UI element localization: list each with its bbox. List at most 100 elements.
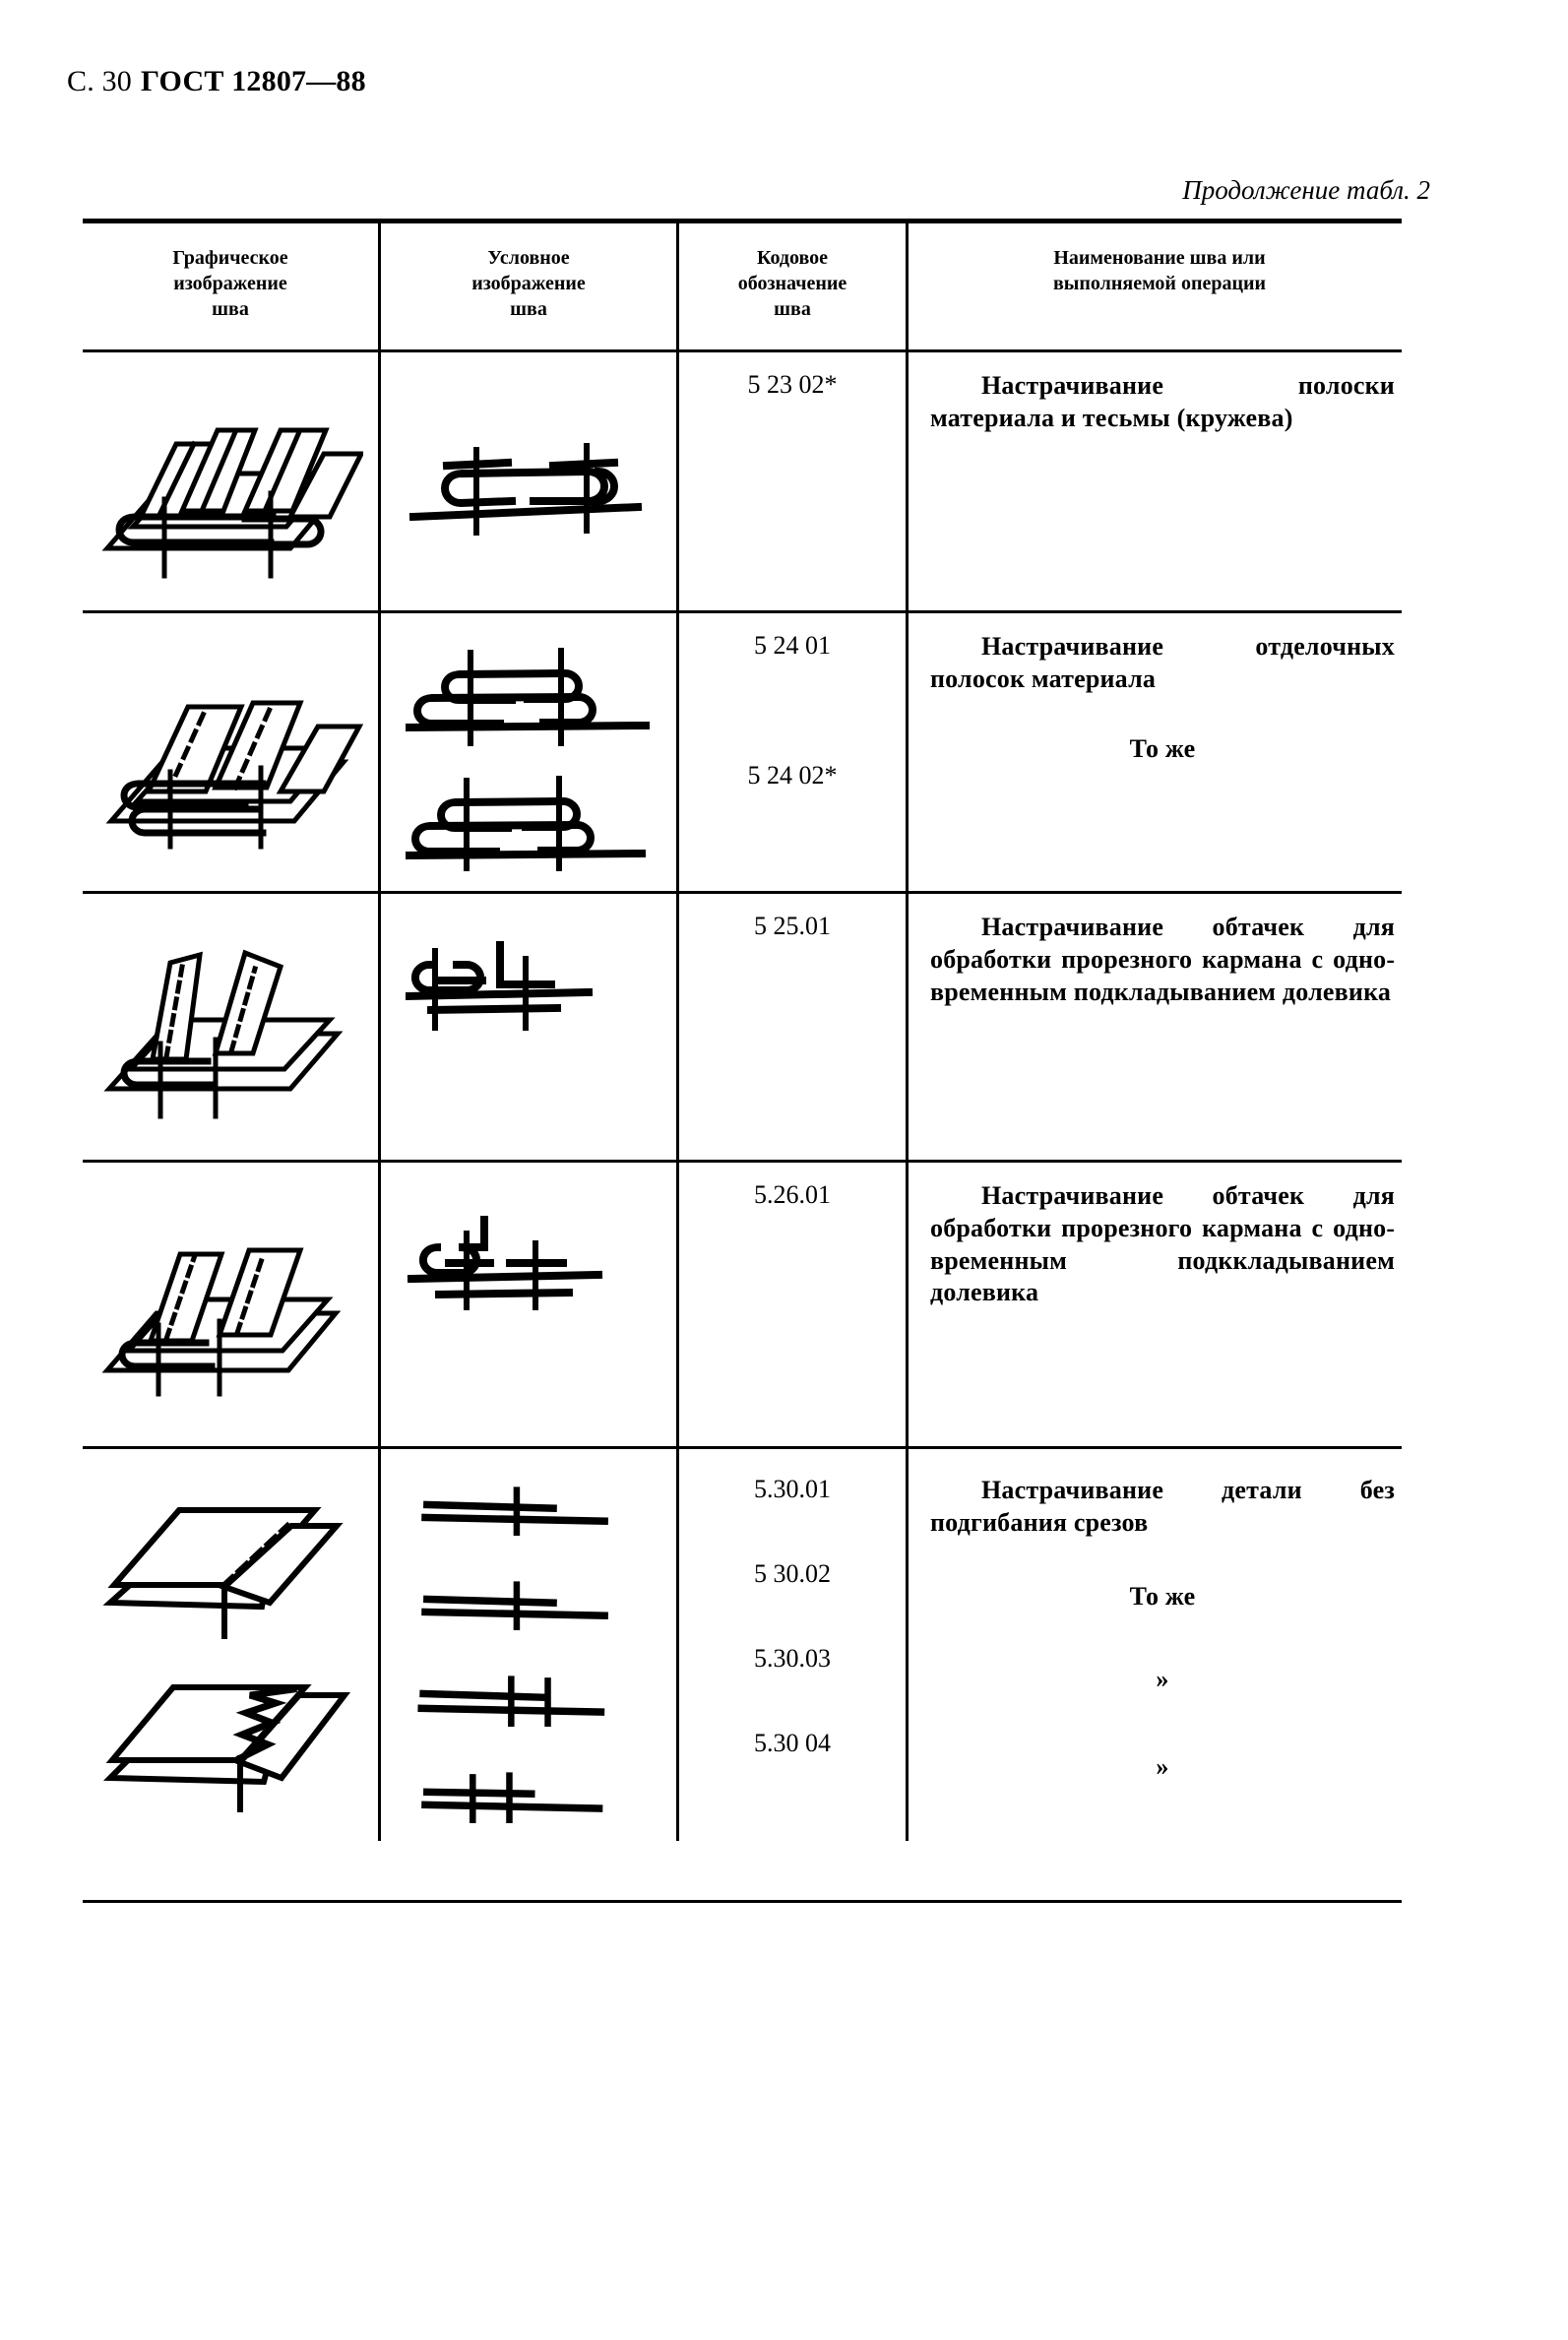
- description-text: Настрачивание обта­чек для обработки про…: [930, 1181, 1395, 1307]
- symbol-cell: [381, 352, 676, 610]
- description-text: То же: [1129, 733, 1196, 763]
- code-value: 5 23 02*: [747, 370, 838, 399]
- column-divider-3: [906, 1163, 909, 1446]
- description-text: »: [1156, 1665, 1169, 1694]
- code-value: 5.30.01: [754, 1475, 831, 1503]
- graphic-cell: [83, 894, 378, 1160]
- column-header-graphic-line3: шва: [212, 298, 249, 320]
- column-header-code-line2: обозначение: [737, 273, 847, 294]
- code-value: 5 24 01: [754, 631, 831, 660]
- table-continuation-note: Продолжение табл. 2: [1182, 175, 1430, 205]
- symbol-cell: [381, 1163, 676, 1446]
- description-text: »: [1156, 1752, 1169, 1781]
- column-divider-3: [906, 894, 909, 1160]
- column-header-graphic: Графическое изображение шва: [83, 223, 378, 349]
- standard-number-label: ГОСТ 12807—88: [141, 65, 366, 97]
- column-divider-2: [676, 1163, 679, 1446]
- symbol-cell: [381, 613, 676, 891]
- page-number-label: С. 30: [67, 65, 133, 97]
- code-value: 5 25.01: [754, 912, 831, 940]
- graphic-cell: [83, 352, 378, 610]
- code-value: 5.26.01: [754, 1180, 831, 1209]
- pocket-facing-flat-diagram: [101, 1247, 342, 1397]
- description-cell: Настрачивание отде­лочных полосок мате­р…: [909, 613, 1411, 891]
- code-cell: 5.26.01: [679, 1163, 906, 1446]
- column-divider-2: [676, 894, 679, 1160]
- column-header-name: Наименование шва или выполняемой операци…: [909, 223, 1411, 349]
- column-divider-3: [906, 1449, 909, 1841]
- column-divider-1: [378, 894, 381, 1160]
- code-cell: 5.30.01 5 30.02 5.30.03 5.30 04: [679, 1449, 906, 1841]
- column-header-name-line2: выполняемой операции: [1052, 273, 1267, 294]
- graphic-cell: [83, 613, 378, 891]
- two-plain-sheets-diagram: [102, 1507, 344, 1639]
- description-cell: Настрачивание полос­ки материала и тесьм…: [909, 352, 1411, 610]
- column-divider-1: [378, 352, 381, 610]
- header-bottom-rule: [83, 349, 1402, 352]
- graphic-cell: [83, 1449, 378, 1841]
- description-text: То же: [1129, 1581, 1196, 1611]
- table-row: 5.26.01 Настрачивание обта­чек для обраб…: [83, 1163, 1402, 1446]
- layered-folded-strips-diagram: [101, 427, 363, 579]
- code-value: 5 24 02*: [747, 761, 838, 790]
- description-cell: Настрачивание детали без подгибания срез…: [909, 1449, 1411, 1841]
- code-value: 5.30 04: [754, 1729, 831, 1757]
- column-divider-3: [906, 352, 909, 610]
- two-line-single-stitch-symbol: [421, 1581, 608, 1631]
- two-sheets-zigzag-diagram: [102, 1684, 351, 1812]
- description-text: Настрачивание детали без подгибания срез…: [930, 1476, 1395, 1537]
- hook-and-ell-stitch-symbol: [407, 1216, 603, 1310]
- hook-and-ell-stitch-symbol: [406, 941, 594, 1031]
- column-header-code: Кодовое обозначение шва: [679, 223, 906, 349]
- column-header-graphic-line1: Графическое: [172, 247, 288, 269]
- column-divider-2: [676, 613, 679, 891]
- code-cell: 5 25.01: [679, 894, 906, 1160]
- column-header-name-line1: Наименование шва или: [1053, 247, 1266, 269]
- column-header-symbol-line1: Условное: [487, 247, 570, 269]
- description-cell: Настрачивание обта­чек для обработки про…: [909, 1163, 1411, 1446]
- description-text: Настрачивание обта­чек для обработки про…: [930, 913, 1395, 1006]
- row-divider-4: [83, 1446, 1402, 1449]
- folded-trim-strips-diagram: [105, 700, 363, 850]
- table-row: 5 24 01 5 24 02* Настрачивание отде­лочн…: [83, 613, 1402, 891]
- seam-table: Графическое изображение шва Условное изо…: [83, 219, 1402, 1903]
- code-value: 5 30.02: [754, 1559, 831, 1588]
- column-header-graphic-line2: изображение: [173, 273, 287, 294]
- column-header-code-line3: шва: [774, 298, 811, 320]
- column-divider-2: [676, 223, 679, 349]
- table-bottom-rule: [83, 1900, 1402, 1903]
- code-value: 5.30.03: [754, 1644, 831, 1673]
- symbol-cell: [381, 894, 676, 1160]
- column-divider-1: [378, 613, 381, 891]
- description-text: Настрачивание отде­лочных полосок мате­р…: [930, 632, 1395, 693]
- description-cell: Настрачивание обта­чек для обработки про…: [909, 894, 1411, 1160]
- double-fold-hook-stitch-symbol: [408, 443, 643, 536]
- stacked-fold-hooks-symbol: [406, 776, 647, 871]
- two-line-double-stitch-symbol: [417, 1676, 605, 1728]
- table-header-row: Графическое изображение шва Условное изо…: [83, 223, 1402, 349]
- column-divider-1: [378, 1163, 381, 1446]
- code-cell: 5 23 02*: [679, 352, 906, 610]
- two-line-double-stitch-symbol: [421, 1772, 603, 1823]
- two-line-single-stitch-symbol: [421, 1486, 608, 1537]
- pocket-facing-open-diagram: [103, 949, 344, 1119]
- column-divider-2: [676, 1449, 679, 1841]
- table-row: 5 25.01 Настрачивание обта­чек для обраб…: [83, 894, 1402, 1160]
- table-row: 5.30.01 5 30.02 5.30.03 5.30 04 Настрачи…: [83, 1449, 1402, 1841]
- row-divider-3: [83, 1160, 1402, 1163]
- column-header-symbol-line2: изображение: [471, 273, 586, 294]
- column-header-symbol: Условное изображение шва: [381, 223, 676, 349]
- symbol-cell: [381, 1449, 676, 1841]
- row-divider-1: [83, 610, 1402, 613]
- column-header-symbol-line3: шва: [510, 298, 547, 320]
- column-header-code-line1: Кодовое: [756, 247, 829, 269]
- table-row: 5 23 02* Настрачивание полос­ки материал…: [83, 352, 1402, 610]
- column-divider-2: [676, 352, 679, 610]
- column-divider-3: [906, 223, 909, 349]
- column-divider-3: [906, 613, 909, 891]
- description-text: Настрачивание полос­ки материала и тесьм…: [930, 371, 1395, 432]
- stacked-fold-hooks-symbol: [406, 648, 651, 746]
- column-divider-1: [378, 223, 381, 349]
